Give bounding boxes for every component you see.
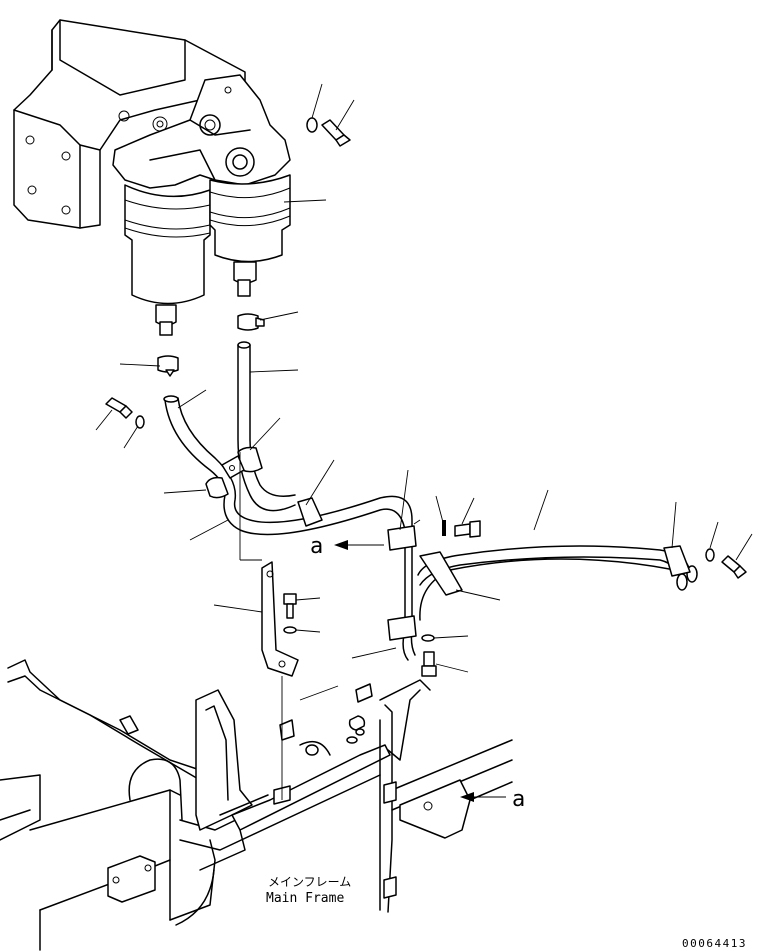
view-arrow-a-lower <box>460 792 506 802</box>
leader-lines <box>95 83 753 800</box>
fuel-hose-vertical <box>237 341 296 512</box>
hose-elbow-fitting-left <box>157 355 179 377</box>
fuel-filter-cartridge-left <box>124 184 211 336</box>
fuel-hose-left-curve <box>163 395 413 631</box>
hose-bracket-stay <box>261 561 299 677</box>
hose-clamp-vertical <box>297 497 691 641</box>
filter-mount-washer <box>306 117 318 133</box>
clamp-plate <box>221 455 245 479</box>
clamp-washer-right <box>442 520 446 536</box>
end-bolt <box>721 555 747 579</box>
lower-bolt <box>421 651 437 677</box>
clamp-bolt-left <box>105 397 133 419</box>
main-frame <box>0 659 513 951</box>
lower-washer <box>421 634 435 642</box>
main-frame-label-english: Main Frame <box>266 891 344 906</box>
hose-clamp-left <box>205 476 229 499</box>
clamp-bolt-right <box>454 520 481 538</box>
hose-clamp-center <box>237 446 263 473</box>
end-washer <box>705 548 715 562</box>
filter-mount-bolt <box>321 119 351 147</box>
fuel-filter-head <box>112 74 291 189</box>
stay-bolt <box>283 593 297 619</box>
stay-washer <box>283 626 297 634</box>
main-frame-label-japanese: メインフレーム <box>268 875 351 889</box>
view-label-a-upper: a <box>310 534 323 559</box>
view-arrow-a-upper <box>334 540 384 550</box>
fuel-filter-cartridge-right <box>209 174 291 297</box>
hose-elbow-fitting-right <box>237 313 265 331</box>
drawing-code: 00064413 <box>682 937 747 950</box>
clamp-washer-left <box>135 415 145 429</box>
view-label-a-lower: a <box>512 787 525 812</box>
